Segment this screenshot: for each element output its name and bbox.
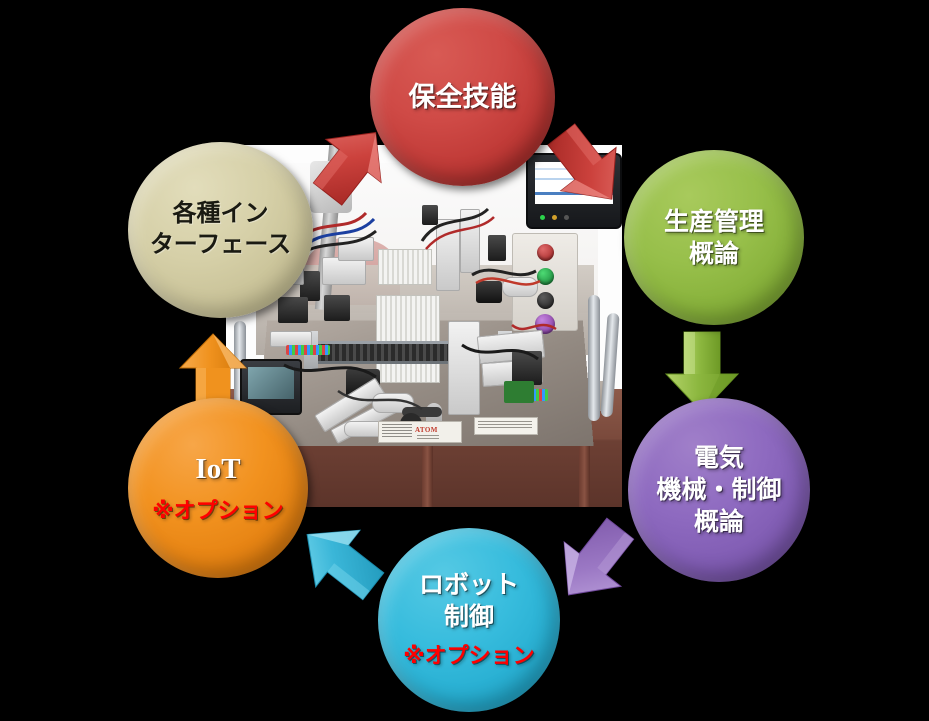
node-iot-option-label: ※オプション [152, 497, 284, 523]
arrow-robot-to-iot [292, 512, 390, 615]
node-maintenance[interactable]: 保全技能 [370, 8, 555, 186]
arrow-maintenance-to-production [538, 118, 634, 219]
node-electric[interactable]: 電気 機械・制御 概論 [628, 398, 810, 582]
node-robot-option-label: ※オプション [403, 643, 535, 669]
node-electric-line-3: 概論 [693, 508, 744, 536]
node-iot[interactable]: IoT ※オプション [128, 398, 308, 578]
node-maintenance-line-1: 保全技能 [408, 81, 517, 112]
node-electric-line-2: 機械・制御 [656, 476, 782, 504]
machine-nameplate-secondary [474, 417, 538, 435]
arrow-iot-to-interface [176, 330, 250, 415]
node-robot[interactable]: ロボット 制御 ※オプション [378, 528, 560, 712]
center-photo: ATOM [226, 145, 622, 507]
node-production-line-2: 概論 [688, 239, 739, 268]
arrow-production-to-electric [660, 326, 744, 421]
node-interface-line-1: 各種イン [172, 200, 269, 228]
machine-nameplate: ATOM [378, 421, 462, 443]
arrow-electric-to-robot [546, 512, 644, 615]
node-interface-line-2: ターフェース [149, 231, 292, 258]
node-iot-line-1: IoT [195, 452, 241, 485]
node-robot-line-1: ロボット [418, 571, 519, 600]
node-interface[interactable]: 各種イン ターフェース [128, 142, 313, 318]
arrow-interface-to-maintenance [306, 118, 396, 215]
node-robot-line-2: 制御 [443, 603, 494, 632]
node-electric-line-1: 電気 [693, 444, 744, 472]
node-production-line-1: 生産管理 [663, 207, 764, 236]
node-production[interactable]: 生産管理 概論 [624, 150, 804, 325]
